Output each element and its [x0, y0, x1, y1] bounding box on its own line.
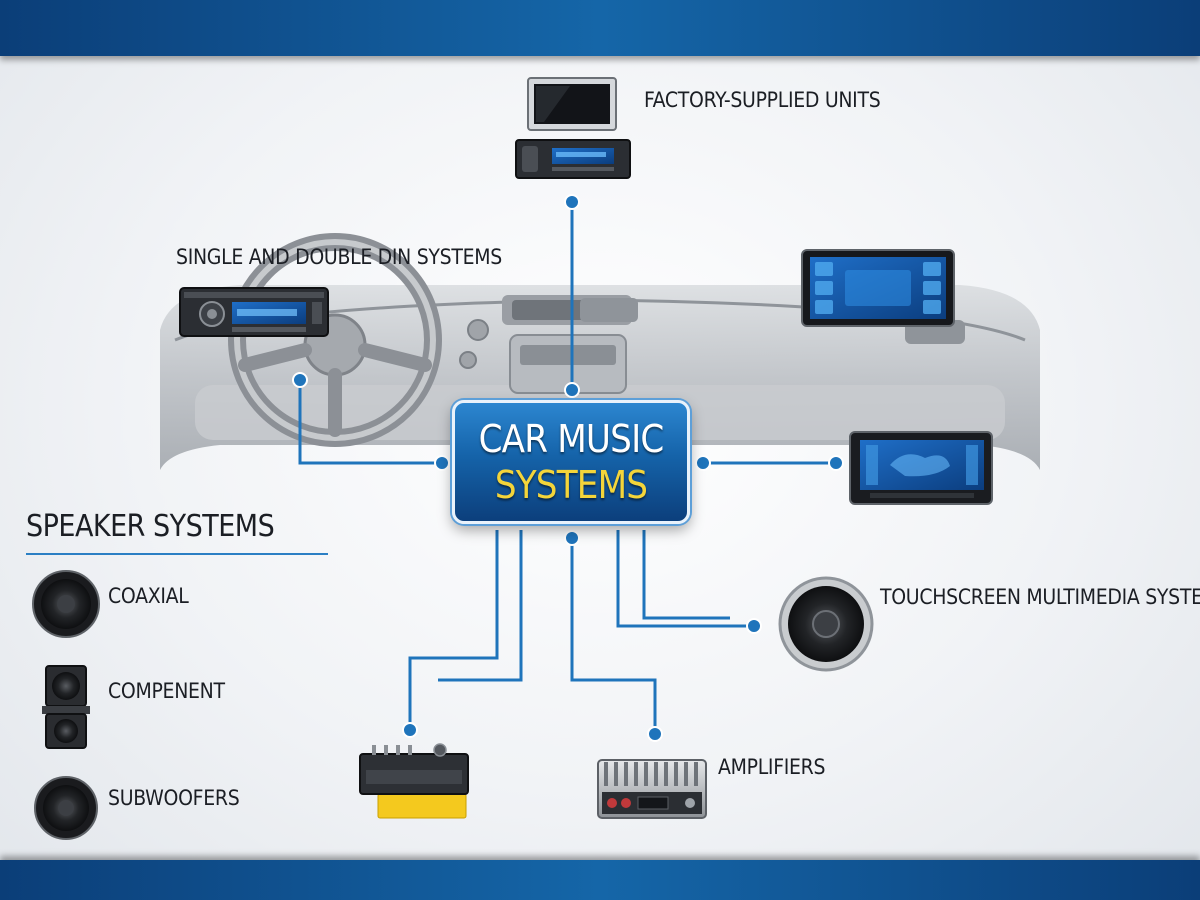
connector-dot: [828, 455, 844, 471]
connector-speaker-a: [616, 530, 754, 628]
connector-processor-a: [408, 530, 499, 730]
bottom-banner: [0, 860, 1200, 900]
amplifier-icon: [597, 759, 707, 819]
label-factory-supplied-units: FACTORY-SUPPLIED UNITS: [644, 88, 881, 112]
label-amplifiers: AMPLIFIERS: [718, 755, 826, 779]
connector-dot: [564, 530, 580, 546]
central-hub-car-music-systems: CAR MUSIC SYSTEMS: [452, 400, 690, 524]
label-component: COMPENENT: [108, 679, 225, 703]
monitor-icon: [527, 77, 617, 131]
head-unit-icon: [515, 139, 631, 179]
hub-title-line1: CAR MUSIC: [478, 417, 665, 461]
connector-dot: [292, 372, 308, 388]
connector-amplifiers: [570, 538, 657, 734]
speaker-systems-heading: SPEAKER SYSTEMS: [26, 509, 275, 544]
speaker-heading-underline: [26, 553, 328, 555]
connector-processor-b: [438, 530, 523, 682]
label-din-systems: SINGLE AND DOUBLE DIN SYSTEMS: [176, 245, 502, 269]
label-touchscreen-systems: TOUCHSCREEN MULTIMEDIA SYSTEMS: [880, 585, 1200, 609]
din-radio-icon: [179, 287, 329, 337]
connector-dot: [695, 455, 711, 471]
center-console: [459, 295, 638, 394]
connector-din: [298, 380, 442, 465]
large-speaker-icon: [778, 576, 874, 672]
connector-speaker-b: [642, 530, 730, 620]
coaxial-speaker-icon: [32, 570, 100, 638]
connector-dot: [564, 194, 580, 210]
connector-dot: [434, 455, 450, 471]
touchscreen-unit-icon: [849, 431, 993, 505]
top-banner: [0, 0, 1200, 56]
connector-lines: [298, 203, 836, 734]
connector-dot: [402, 722, 418, 738]
dashboard-illustration: [160, 233, 1040, 470]
touchscreen-tablet-icon: [801, 249, 955, 327]
hub-title-line2: SYSTEMS: [494, 463, 648, 507]
label-coaxial: COAXIAL: [108, 584, 189, 608]
connector-dot: [746, 618, 762, 634]
connector-dot: [564, 382, 580, 398]
label-subwoofers: SUBWOOFERS: [108, 786, 240, 810]
processor-box-icon: [359, 743, 469, 819]
subwoofer-icon: [34, 776, 98, 840]
connector-dot: [647, 726, 663, 742]
component-speaker-icon: [42, 665, 90, 749]
connector-dots: [292, 194, 844, 742]
